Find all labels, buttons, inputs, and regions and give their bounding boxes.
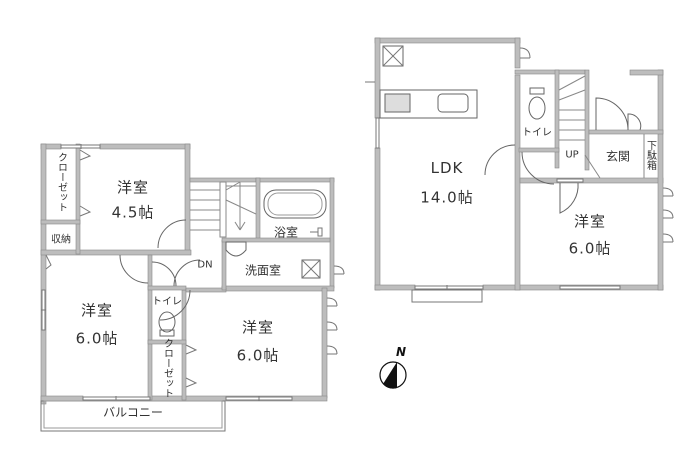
- room-label-shoe-cabinet: 下駄箱: [644, 140, 656, 170]
- bathtub: [263, 189, 327, 219]
- room-label-closet-lower: クローゼット: [161, 338, 173, 398]
- room-label-bedroom-60-left: 洋室: [80, 301, 114, 320]
- room-size-ldk: 14.0帖: [420, 188, 474, 207]
- room-label-entrance: 玄関: [605, 149, 631, 164]
- toilet-fixture-2f: [158, 311, 176, 333]
- room-label-bedroom-60-right: 洋室: [241, 318, 275, 337]
- kitchen-counter: [379, 89, 478, 119]
- room-size-bedroom-60-right: 6.0帖: [236, 346, 280, 365]
- room-label-closet-upper: クローゼット: [55, 152, 67, 212]
- wash-basin: [225, 241, 247, 257]
- stairs-label-up: UP: [565, 149, 579, 161]
- fridge-space: [382, 45, 404, 67]
- room-label-toilet-1f: トイレ: [522, 127, 552, 139]
- room-label-storage: 収納: [51, 234, 71, 246]
- room-label-ldk: LDK: [430, 159, 464, 177]
- room-size-bedroom-1f: 6.0帖: [568, 239, 612, 258]
- floor2-walls: [40, 143, 335, 405]
- room-size-bedroom-45: 4.5帖: [111, 203, 155, 222]
- room-label-bedroom-1f: 洋室: [573, 212, 607, 231]
- room-label-bedroom-45: 洋室: [116, 178, 150, 197]
- room-label-bathroom: 浴室: [273, 225, 299, 240]
- floor2-stairs: [190, 181, 257, 238]
- compass-north-label: N: [395, 345, 407, 359]
- compass: [379, 361, 407, 389]
- room-label-toilet-2f: トイレ: [152, 296, 182, 308]
- room-label-washroom: 洗面室: [244, 263, 282, 278]
- stairs-label-down: DN: [197, 259, 213, 271]
- room-size-bedroom-60-left: 6.0帖: [75, 329, 119, 348]
- floor2-windows: [41, 144, 345, 401]
- floor2-doors: [119, 219, 201, 321]
- toilet-fixture-1f: [528, 96, 546, 120]
- room-label-balcony: バルコニー: [103, 405, 163, 420]
